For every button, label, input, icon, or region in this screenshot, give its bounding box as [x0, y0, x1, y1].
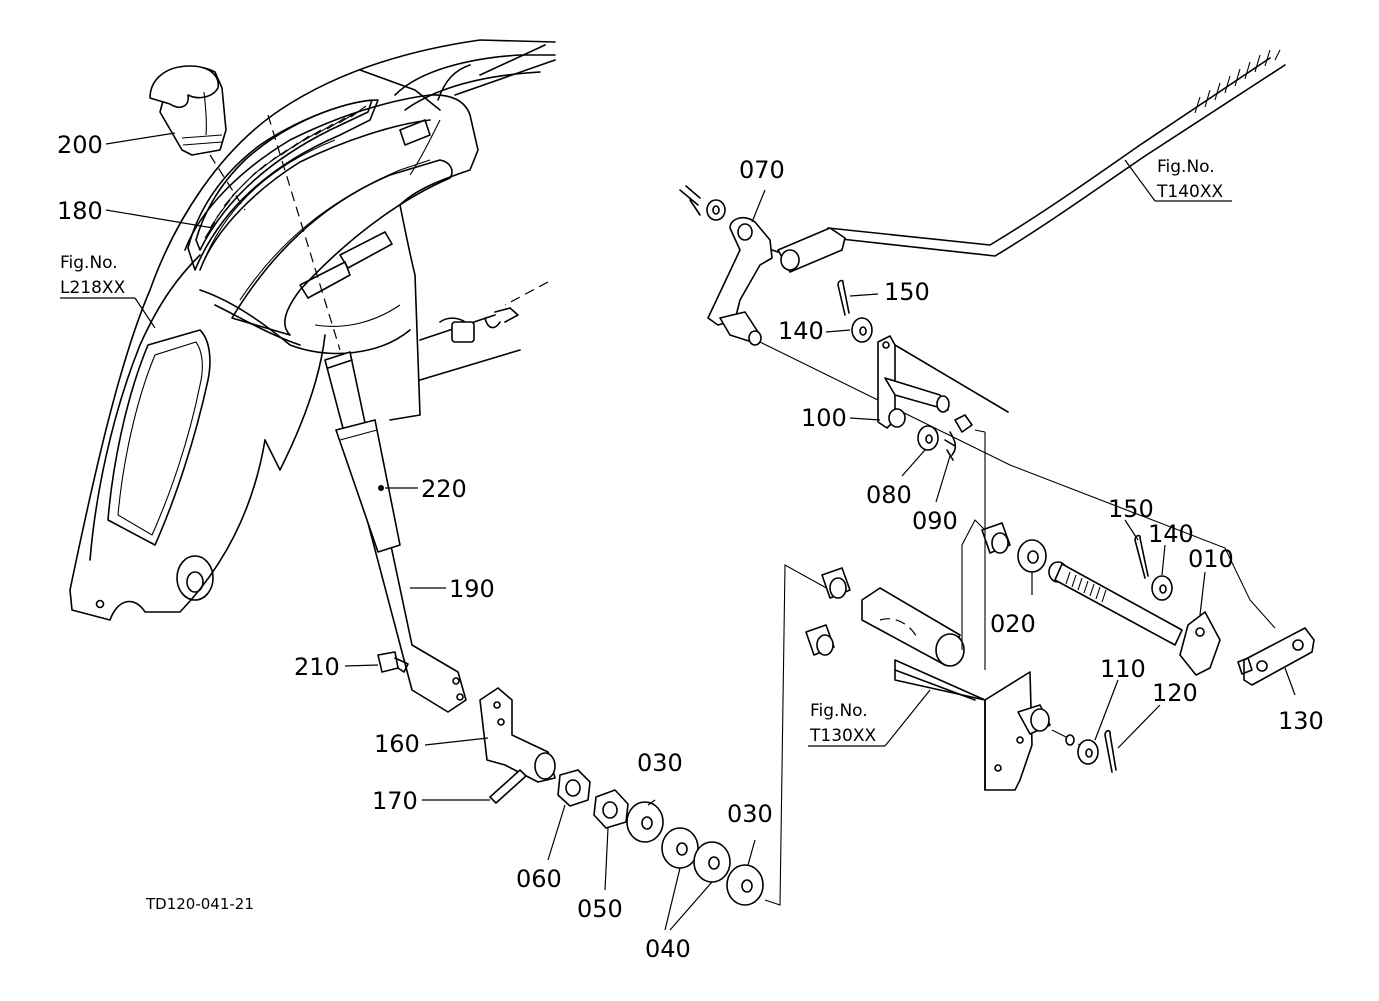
nut-060 — [557, 769, 591, 807]
washer-040a — [661, 827, 699, 869]
drawing-code: TD120-041-21 — [145, 895, 254, 913]
figure-ref-t130-line1: Fig.No. — [810, 701, 868, 721]
assembly-line — [764, 564, 831, 906]
callout-100: 100 — [801, 404, 847, 432]
link-130 — [1237, 627, 1315, 686]
pin-washer-070 — [679, 185, 726, 221]
bolt-210 — [377, 651, 409, 673]
callout-080: 080 — [866, 481, 912, 509]
callout-040: 040 — [645, 935, 691, 963]
shift-knob — [149, 65, 227, 156]
callout-030-lower: 030 — [727, 800, 773, 828]
figure-ref-l218-line2: L218XX — [60, 278, 126, 298]
spring-pin-090 — [944, 414, 973, 461]
nut-050 — [593, 789, 629, 829]
shift-lever — [324, 351, 467, 713]
callout-170: 170 — [372, 787, 418, 815]
figure-ref-t140-line2: T140XX — [1156, 182, 1223, 202]
callout-010: 010 — [1188, 545, 1234, 573]
cotter-pin-150a — [837, 279, 850, 316]
callout-050: 050 — [577, 895, 623, 923]
arm-160 — [479, 687, 556, 783]
callout-110: 110 — [1100, 655, 1146, 683]
washer-030a — [626, 801, 664, 843]
washer-140a — [851, 317, 873, 343]
cotter-pin-150b — [1134, 534, 1149, 579]
callout-140-upper: 140 — [778, 317, 824, 345]
callout-140-lower: 140 — [1148, 520, 1194, 548]
callout-130: 130 — [1278, 707, 1324, 735]
fender-assembly — [69, 39, 556, 621]
washer-040b — [693, 841, 731, 883]
rod-t140 — [777, 49, 1286, 273]
callout-030-upper: 030 — [637, 749, 683, 777]
callout-060: 060 — [516, 865, 562, 893]
label-plate-hatching — [204, 105, 367, 239]
callout-210: 210 — [294, 653, 340, 681]
callout-220: 220 — [421, 475, 467, 503]
callout-150-lower: 150 — [1108, 495, 1154, 523]
bellcrank-100 — [877, 335, 1009, 429]
figure-ref-t140-line1: Fig.No. — [1157, 157, 1215, 177]
washer-020 — [1017, 539, 1047, 573]
callout-160: 160 — [374, 730, 420, 758]
pin-120 — [1104, 729, 1117, 773]
callout-labels: 200 180 220 190 210 160 170 060 050 030 … — [57, 131, 1324, 963]
washer-110 — [1077, 739, 1099, 765]
washer-030b — [726, 864, 764, 906]
washer-140b — [1151, 575, 1173, 601]
shaft-010 — [1048, 561, 1221, 676]
callout-120: 120 — [1152, 679, 1198, 707]
crank-070 — [707, 216, 779, 346]
leader-lines — [60, 132, 1296, 931]
callout-020: 020 — [990, 610, 1036, 638]
callout-070: 070 — [739, 156, 785, 184]
callout-180: 180 — [57, 197, 103, 225]
figure-ref-t130: Fig.No. T130XX — [809, 701, 876, 746]
linkage-line — [759, 341, 1276, 629]
callout-150-upper: 150 — [884, 278, 930, 306]
callout-200: 200 — [57, 131, 103, 159]
callout-190: 190 — [449, 575, 495, 603]
figure-ref-t130-line2: T130XX — [809, 726, 876, 746]
figure-ref-t140: Fig.No. T140XX — [1156, 157, 1223, 202]
figure-ref-l218-line1: Fig.No. — [60, 253, 118, 273]
callout-090: 090 — [912, 507, 958, 535]
washer-080 — [917, 425, 939, 451]
bracket-assembly — [805, 519, 1091, 791]
pin-170 — [489, 769, 527, 804]
figure-ref-l218: Fig.No. L218XX — [60, 253, 126, 298]
